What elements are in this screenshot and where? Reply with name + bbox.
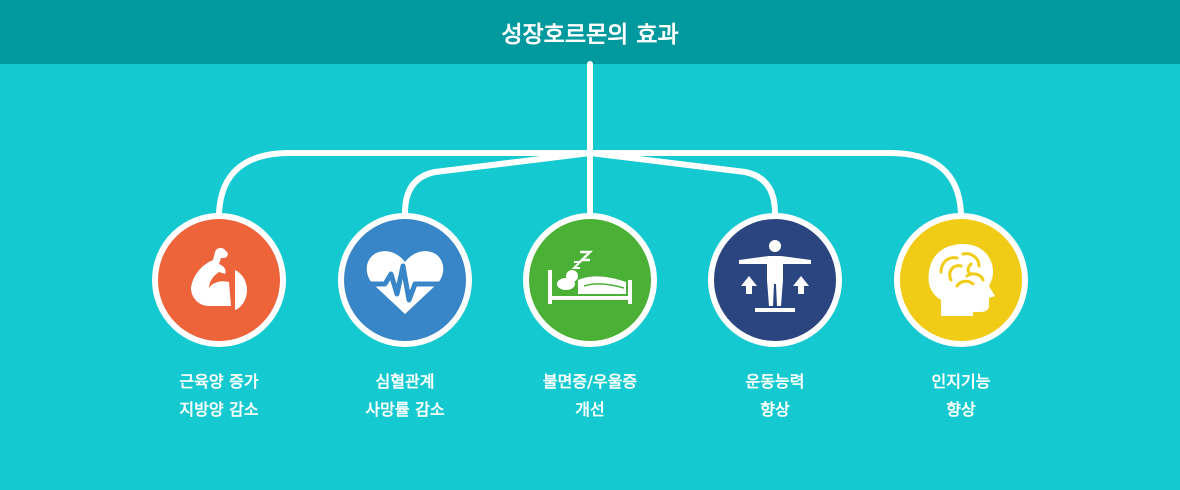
effect-label-2: 심혈관계 사망률 감소 — [365, 368, 444, 424]
effect-label-line: 향상 — [946, 400, 976, 419]
effect-sleep-mood: 불면증/우울증 개선 — [500, 213, 680, 424]
effect-label-line: 개선 — [575, 400, 605, 419]
effect-circle-4 — [708, 213, 842, 347]
effect-label-4: 운동능력 향상 — [746, 368, 805, 424]
effect-label-3: 불면증/우울증 개선 — [543, 368, 637, 424]
effect-label-5: 인지기능 향상 — [932, 368, 991, 424]
effect-label-line: 향상 — [760, 400, 790, 419]
effect-muscle-fat: 근육양 증가 지방양 감소 — [129, 213, 309, 424]
person-arrows-up-icon — [739, 240, 811, 312]
effect-cardiovascular: 심혈관계 사망률 감소 — [315, 213, 495, 424]
flexed-bicep-icon — [191, 248, 247, 310]
effect-cognitive: 인지기능 향상 — [871, 213, 1051, 424]
brain-head-icon — [928, 244, 995, 316]
effect-label-line: 근육양 증가 — [179, 372, 259, 391]
sleeping-in-bed-icon — [548, 250, 632, 304]
effect-label-line: 운동능력 — [745, 372, 805, 391]
effect-circle-3 — [523, 213, 657, 347]
effect-circle-2 — [338, 213, 472, 347]
effect-circle-5 — [894, 213, 1028, 347]
effect-label-line: 심혈관계 — [375, 372, 435, 391]
effect-label-line: 지방양 감소 — [179, 400, 259, 419]
heartbeat-icon — [362, 251, 448, 314]
effect-circle-1 — [152, 213, 286, 347]
effect-label-1: 근육양 증가 지방양 감소 — [179, 368, 258, 424]
effect-label-line: 불면증/우울증 — [542, 372, 638, 391]
effect-exercise: 운동능력 향상 — [685, 213, 865, 424]
effect-label-line: 사망률 감소 — [365, 400, 445, 419]
header-bar: 성장호르몬의 효과 — [0, 0, 1180, 64]
effect-label-line: 인지기능 — [931, 372, 991, 391]
page-title: 성장호르몬의 효과 — [501, 22, 679, 48]
